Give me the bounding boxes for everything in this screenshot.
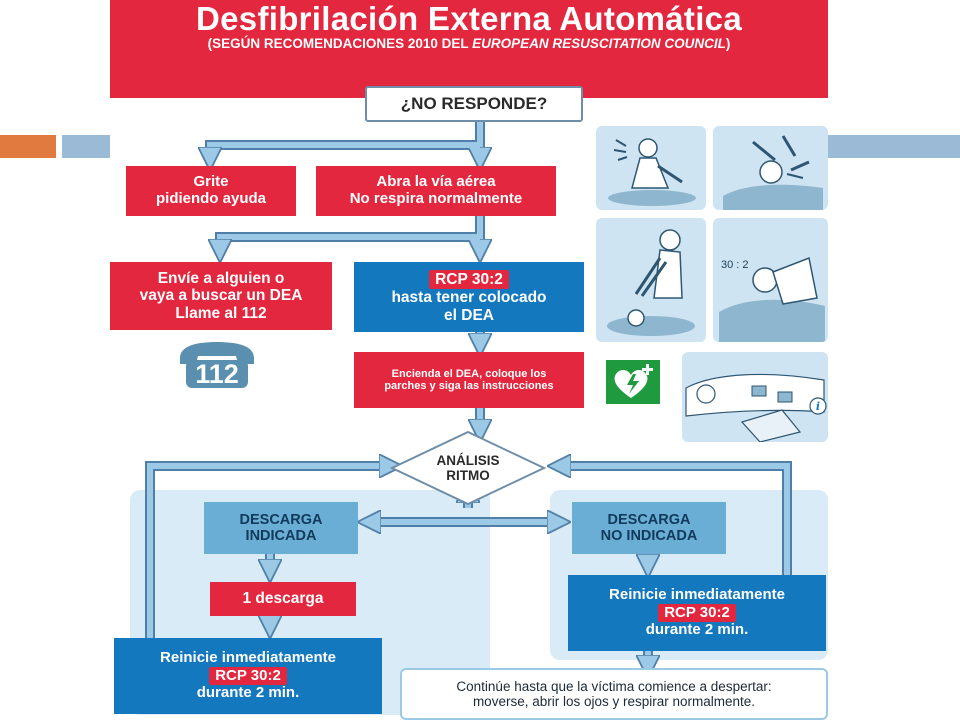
reinicie-right-line3: durante 2 min. xyxy=(645,621,749,639)
abra-line1: Abra la vía aérea xyxy=(376,173,496,191)
analisis-ritmo-diamond: ANÁLISIS RITMO xyxy=(388,428,548,508)
rcp-until-aed-box: RCP 30:2 hasta tener colocado el DEA xyxy=(354,262,584,332)
una-descarga-box: 1 descarga xyxy=(210,582,356,616)
illustration-aed-pads: i xyxy=(682,352,828,442)
envie-dea-box: Envíe a alguien o vaya a buscar un DEA L… xyxy=(110,262,332,330)
aed-poster: Desfibrilación Externa Automática (SEGÚN… xyxy=(110,0,828,720)
rcp-chip-right: RCP 30:2 xyxy=(658,603,736,623)
no-responde-box: ¿NO RESPONDE? xyxy=(365,86,583,122)
encienda-line1: Encienda el DEA, coloque los xyxy=(391,367,547,380)
deco-bar-orange xyxy=(0,135,56,158)
reinicie-right-line1: Reinicie inmediatamente xyxy=(609,585,785,603)
illustration-airway xyxy=(713,126,828,210)
phone-number: 112 xyxy=(195,359,239,389)
flow-arrows xyxy=(145,120,792,720)
reinicie-left-box: Reinicie inmediatamente RCP 30:2 durante… xyxy=(114,638,382,714)
reinicie-left-line1: Reinicie inmediatamente xyxy=(160,648,336,666)
rcp-top-line3: el DEA xyxy=(444,306,494,324)
poster-title: Desfibrilación Externa Automática xyxy=(196,0,742,37)
grite-line2: pidiendo ayuda xyxy=(155,190,266,207)
illustration-rescue-breaths: 30 : 2 xyxy=(713,218,828,342)
continue-note-box: Continúe hasta que la víctima comience a… xyxy=(400,668,828,720)
phone-112-icon: 112 xyxy=(176,340,258,390)
grite-box: Grite pidiendo ayuda xyxy=(126,166,296,216)
svg-text:i: i xyxy=(816,400,820,413)
envie-line3: Llame al 112 xyxy=(175,304,267,322)
continue-line1: Continúe hasta que la víctima comience a… xyxy=(456,678,772,694)
deco-bar-blue-right xyxy=(828,135,960,158)
abra-line2: No respira normalmente xyxy=(349,190,523,207)
encienda-line2: parches y siga las instrucciones xyxy=(384,380,554,392)
analisis-line1: ANÁLISIS xyxy=(436,452,500,468)
envie-line2: vaya a buscar un DEA xyxy=(139,287,303,305)
encienda-dea-box: Encienda el DEA, coloque los parches y s… xyxy=(354,352,584,408)
poster-subtitle: (SEGÚN RECOMENDACIONES 2010 DEL EUROPEAN… xyxy=(207,36,731,51)
rcp-top-line2: hasta tener colocado xyxy=(391,289,547,307)
descarga-indicada-line1: DESCARGA xyxy=(239,511,323,528)
rcp-chip-left: RCP 30:2 xyxy=(209,666,287,686)
illustration-shout xyxy=(596,126,706,210)
ratio-label: 30 : 2 xyxy=(721,259,749,271)
descarga-no-indicada-box: DESCARGA NO INDICADA xyxy=(572,502,726,554)
rcp-chip-top: RCP 30:2 xyxy=(429,269,509,290)
poster-header: Desfibrilación Externa Automática (SEGÚN… xyxy=(110,0,828,98)
reinicie-left-line3: durante 2 min. xyxy=(196,684,300,702)
descarga-no-indicada-line2: NO INDICADA xyxy=(600,528,698,544)
abra-via-aerea-box: Abra la vía aérea No respira normalmente xyxy=(316,166,556,216)
descarga-indicada-box: DESCARGA INDICADA xyxy=(204,502,358,554)
deco-bar-blue-left xyxy=(62,135,110,158)
una-descarga-label: 1 descarga xyxy=(242,590,324,608)
no-responde-label: ¿NO RESPONDE? xyxy=(400,94,548,114)
envie-line1: Envíe a alguien o xyxy=(157,269,285,287)
analisis-line2: RITMO xyxy=(446,468,490,483)
reinicie-right-box: Reinicie inmediatamente RCP 30:2 durante… xyxy=(568,575,826,651)
continue-line2: moverse, abrir los ojos y respirar norma… xyxy=(472,694,756,709)
descarga-no-indicada-line1: DESCARGA xyxy=(607,511,691,528)
illustration-cpr-compressions xyxy=(596,218,706,342)
descarga-indicada-line2: INDICADA xyxy=(245,528,317,544)
grite-line1: Grite xyxy=(193,173,229,191)
aed-heart-icon xyxy=(606,360,660,404)
